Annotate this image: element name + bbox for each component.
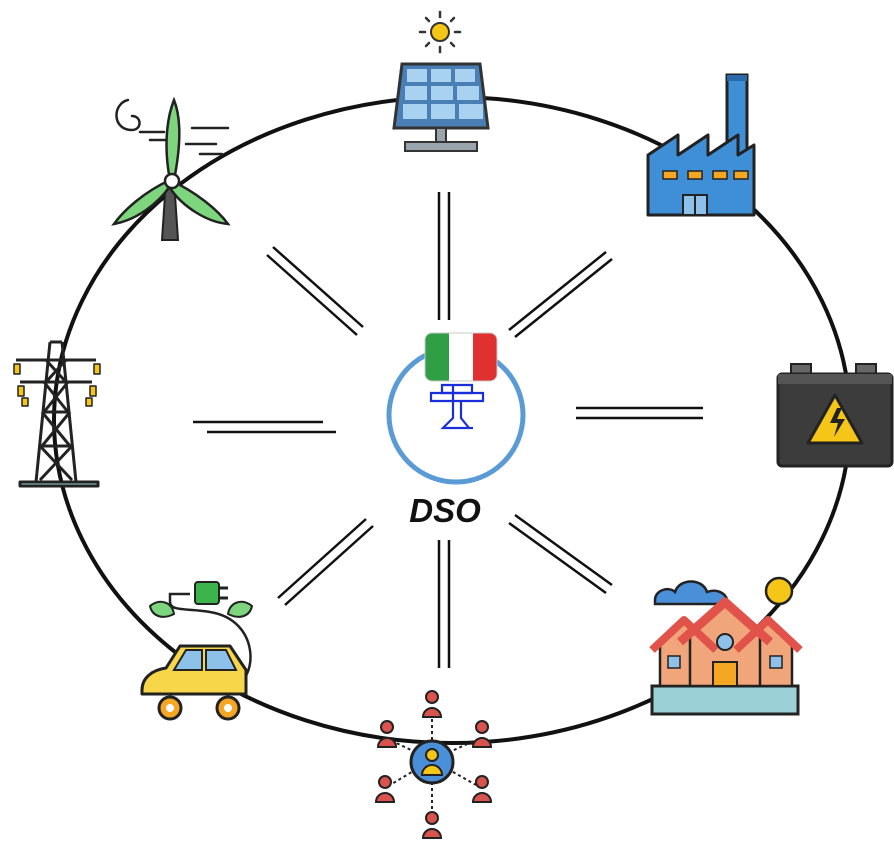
- dso-node: DSO: [386, 332, 526, 529]
- link-transmission-tower: [193, 420, 336, 434]
- italy-flag-icon: [424, 332, 498, 382]
- wind-turbine-icon: [111, 96, 231, 241]
- houses-icon: [649, 576, 803, 716]
- link-solar-panel: [437, 192, 451, 320]
- sun-icon: [418, 10, 462, 54]
- transmission-tower-icon: [13, 340, 101, 488]
- warning-icon: [806, 393, 864, 445]
- link-lines: [193, 192, 703, 668]
- solar-panel-icon: [392, 10, 490, 152]
- electric-car-icon: [140, 581, 254, 721]
- link-wind-turbine: [266, 246, 364, 336]
- factory-icon: [646, 73, 756, 217]
- community-icon: [374, 690, 493, 839]
- plug-icon: [194, 581, 228, 605]
- link-factory: [508, 251, 613, 338]
- link-community: [437, 540, 451, 668]
- link-electric-vehicle: [277, 518, 374, 606]
- link-houses: [508, 513, 613, 595]
- utility-pole-icon: [429, 383, 485, 430]
- battery-icon: [776, 363, 894, 468]
- dso-label: DSO: [409, 492, 481, 529]
- link-battery: [576, 406, 703, 420]
